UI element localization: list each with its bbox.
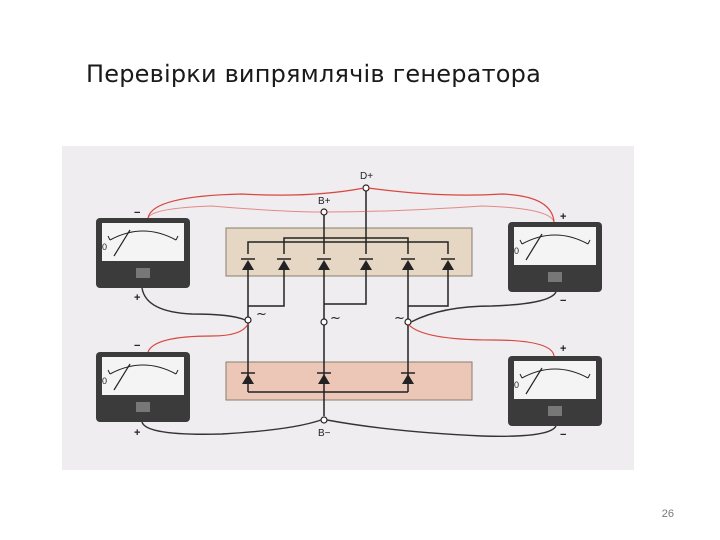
lower-diode-plate bbox=[225, 361, 473, 401]
polarity-minus: − bbox=[560, 429, 566, 441]
red-wire bbox=[367, 187, 555, 223]
b-minus-label: B− bbox=[318, 428, 331, 439]
meter-zero: 0 bbox=[102, 376, 107, 386]
b-minus-terminal bbox=[320, 416, 328, 424]
red-wire bbox=[147, 323, 249, 353]
b-plus-label: B+ bbox=[318, 196, 331, 207]
ac-node-1 bbox=[244, 316, 252, 324]
black-wire bbox=[410, 291, 557, 323]
red-wire bbox=[407, 323, 555, 357]
black-wire bbox=[141, 419, 322, 435]
d-plus-label: D+ bbox=[360, 171, 373, 182]
meter-zero: 0 bbox=[102, 242, 107, 252]
red-wire bbox=[147, 187, 365, 219]
upper-diode-plate bbox=[225, 227, 473, 277]
polarity-plus: + bbox=[134, 427, 140, 439]
voltmeter-bottom-right bbox=[507, 355, 603, 427]
page-number: 26 bbox=[661, 508, 674, 520]
slide-title: Перевірки випрямлячів генератора bbox=[86, 60, 541, 88]
voltmeter-top-left bbox=[95, 217, 191, 289]
polarity-plus: + bbox=[134, 292, 140, 304]
diagram-svg: ~ ~ ~ D+ B+ B− 0 0 0 0 − + + − − + + − bbox=[95, 171, 603, 441]
polarity-minus: − bbox=[134, 207, 140, 219]
ac-symbol: ~ bbox=[256, 307, 267, 322]
meter-zero: 0 bbox=[514, 246, 519, 256]
ac-node-2 bbox=[320, 318, 328, 326]
black-wire bbox=[141, 287, 246, 321]
polarity-plus: + bbox=[560, 211, 566, 223]
polarity-plus: + bbox=[560, 343, 566, 355]
meter-zero: 0 bbox=[514, 380, 519, 390]
voltmeter-bottom-left bbox=[95, 351, 191, 423]
black-wire bbox=[326, 419, 557, 437]
polarity-minus: − bbox=[560, 295, 566, 307]
ac-symbol: ~ bbox=[330, 311, 341, 326]
voltmeter-top-right bbox=[507, 221, 603, 293]
rectifier-test-diagram: ~ ~ ~ D+ B+ B− 0 0 0 0 − + + − − + + − bbox=[62, 146, 634, 470]
polarity-minus: − bbox=[134, 340, 140, 352]
ac-symbol: ~ bbox=[394, 311, 405, 326]
